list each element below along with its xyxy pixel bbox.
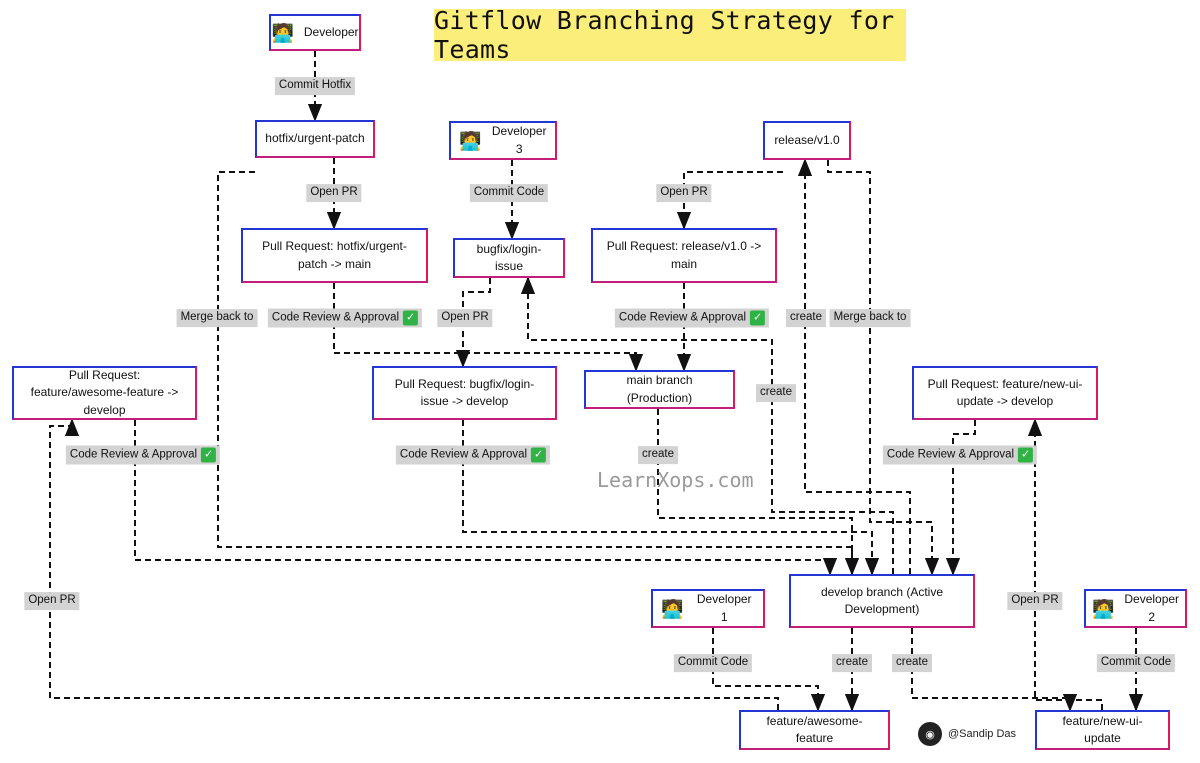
- node-label: Developer 1: [696, 592, 752, 624]
- node-label: Pull Request: release/v1.0 -> main: [606, 239, 762, 271]
- edge-label-review-newui: Code Review & Approval✓: [882, 445, 1038, 465]
- edge-label-review-awesome: Code Review & Approval✓: [65, 445, 221, 465]
- edge-feat-awesome-open-pr: [49, 418, 779, 710]
- technologist-icon: 🧑‍💻: [271, 22, 294, 43]
- technologist-icon: 🧑‍💻: [459, 130, 482, 151]
- edge-label-merge-back-hotfix: Merge back to: [176, 309, 258, 327]
- edge-label-merge-back-release: Merge back to: [829, 309, 911, 327]
- check-mark-icon: ✓: [750, 310, 766, 326]
- node-pr-awesome: Pull Request: feature/awesome-feature ->…: [12, 366, 197, 420]
- node-label: Pull Request: feature/new-ui-update -> d…: [927, 376, 1083, 408]
- edge-develop-create-bugfix: [520, 276, 894, 574]
- edge-label-text: Code Review & Approval: [69, 448, 198, 461]
- node-pr-hotfix: Pull Request: hotfix/urgent-patch -> mai…: [241, 228, 428, 283]
- node-label: Developer: [303, 24, 359, 39]
- check-mark-icon: ✓: [403, 310, 419, 326]
- edge-label-open-pr-newui: Open PR: [1007, 592, 1063, 610]
- edge-release-merge-back-to-develop: [827, 160, 940, 576]
- node-label: Pull Request: hotfix/urgent-patch -> mai…: [262, 239, 407, 271]
- edge-label-review-hotfix: Code Review & Approval✓: [267, 308, 423, 328]
- author-credit: ◉ @Sandip Das: [918, 722, 1016, 746]
- edge-label-commit-code-dev3: Commit Code: [469, 184, 549, 202]
- node-developer: 🧑‍💻 Developer: [269, 14, 361, 51]
- edge-label-create-awesome: create: [832, 654, 872, 672]
- node-developer3: 🧑‍💻 Developer 3: [449, 121, 557, 160]
- edge-feat-newui-open-pr: [1027, 418, 1103, 710]
- edge-label-review-release: Code Review & Approval✓: [614, 308, 770, 328]
- edge-pr-awesome-to-develop: [134, 420, 838, 576]
- edge-label-text: Code Review & Approval: [399, 448, 528, 461]
- edge-label-text: Code Review & Approval: [618, 311, 747, 324]
- edge-label-create-bugfix: create: [756, 384, 796, 402]
- edge-label-open-pr-hotfix: Open PR: [306, 184, 362, 202]
- edge-develop-create-feat-newui: [911, 628, 1078, 712]
- technologist-icon: 🧑‍💻: [1091, 598, 1115, 619]
- node-pr-bugfix: Pull Request: bugfix/login-issue -> deve…: [372, 366, 557, 420]
- node-pr-release: Pull Request: release/v1.0 -> main: [591, 228, 777, 283]
- node-label: Developer 3: [491, 124, 547, 156]
- edge-label-create-develop: create: [638, 446, 678, 464]
- node-label: Developer 2: [1124, 592, 1180, 624]
- edge-label-text: Code Review & Approval: [271, 311, 400, 324]
- node-bugfix: bugfix/login-issue: [453, 238, 565, 278]
- node-label: hotfix/urgent-patch: [265, 131, 365, 146]
- node-pr-newui: Pull Request: feature/new-ui-update -> d…: [912, 366, 1098, 420]
- check-mark-icon: ✓: [201, 447, 217, 463]
- node-developer2: 🧑‍💻 Developer 2: [1084, 589, 1187, 628]
- node-label: release/v1.0: [774, 132, 840, 147]
- edge-pr-newui-to-develop: [945, 420, 976, 576]
- edge-label-open-pr-awesome: Open PR: [24, 592, 80, 610]
- node-develop: develop branch (Active Development): [789, 574, 975, 628]
- node-label: feature/new-ui-update: [1062, 713, 1143, 745]
- node-label: develop branch (Active Development): [820, 584, 944, 616]
- author-avatar: ◉: [918, 722, 942, 746]
- edge-developer1-to-feat-awesome: [712, 628, 826, 712]
- author-name: @Sandip Das: [948, 728, 1017, 740]
- check-mark-icon: ✓: [531, 447, 547, 463]
- edge-label-create-newui: create: [892, 654, 932, 672]
- node-main: main branch (Production): [584, 370, 735, 409]
- watermark: LearnXops.com: [597, 468, 754, 492]
- edge-label-text: Code Review & Approval: [886, 448, 1015, 461]
- edge-label-open-pr-bugfix: Open PR: [437, 309, 493, 327]
- edge-pr-bugfix-to-develop: [462, 420, 880, 576]
- node-feat-awesome: feature/awesome-feature: [739, 710, 890, 750]
- node-label: bugfix/login-issue: [476, 241, 542, 273]
- edge-label-commit-code-dev2: Commit Code: [1096, 654, 1176, 672]
- node-label: Pull Request: bugfix/login-issue -> deve…: [394, 376, 535, 408]
- edge-label-open-pr-release: Open PR: [656, 184, 712, 202]
- node-developer1: 🧑‍💻 Developer 1: [651, 589, 765, 628]
- node-label: main branch (Production): [626, 373, 693, 405]
- technologist-icon: 🧑‍💻: [661, 598, 684, 619]
- check-mark-icon: ✓: [1018, 447, 1034, 463]
- node-label: Pull Request: feature/awesome-feature ->…: [30, 367, 179, 417]
- node-label: feature/awesome-feature: [766, 713, 863, 745]
- node-hotfix: hotfix/urgent-patch: [255, 120, 375, 158]
- edge-label-create-release: create: [786, 309, 826, 327]
- node-feat-newui: feature/new-ui-update: [1035, 710, 1170, 750]
- edge-label-commit-hotfix: Commit Hotfix: [274, 77, 356, 95]
- edge-label-commit-code-dev1: Commit Code: [673, 654, 753, 672]
- node-release: release/v1.0: [763, 121, 851, 160]
- edge-release-to-pr-release: [676, 171, 783, 230]
- edge-label-review-bugfix: Code Review & Approval✓: [395, 445, 551, 465]
- diagram-title: Gitflow Branching Strategy for Teams: [434, 6, 906, 64]
